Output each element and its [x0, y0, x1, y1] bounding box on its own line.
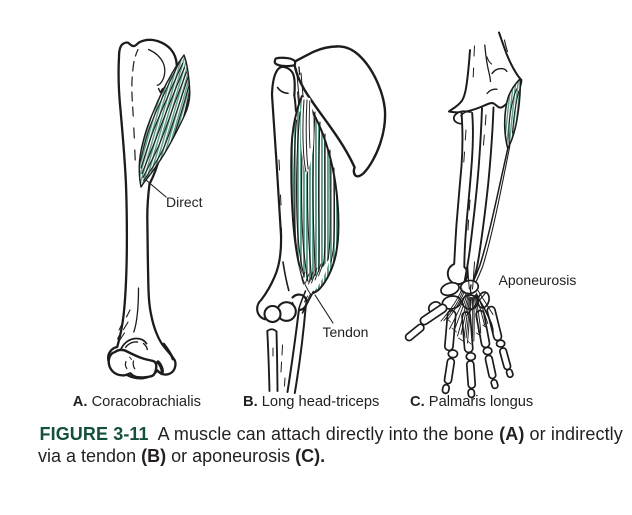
svg-text:B. Long head-triceps: B. Long head-triceps: [243, 394, 379, 410]
svg-text:FIGURE 3-11A muscle can attach: FIGURE 3-11A muscle can attach directly …: [40, 424, 623, 444]
svg-text:via a tendon (B) or aponeurosi: via a tendon (B) or aponeurosis (C).: [38, 446, 325, 466]
svg-text:Aponeurosis: Aponeurosis: [499, 272, 577, 288]
svg-text:C. Palmaris longus: C. Palmaris longus: [410, 394, 533, 410]
svg-text:Tendon: Tendon: [323, 324, 369, 340]
svg-text:A. Coracobrachialis: A. Coracobrachialis: [73, 394, 201, 410]
svg-text:Direct: Direct: [166, 194, 203, 210]
